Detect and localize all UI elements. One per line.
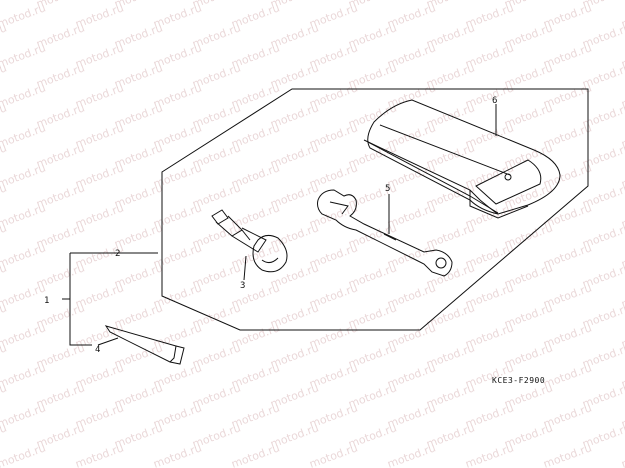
callout-1: 1 — [44, 296, 49, 306]
kit-outline — [161, 88, 589, 331]
watermark-text: motod.ru — [0, 401, 47, 430]
callout-5: 5 — [385, 184, 390, 194]
watermark-text: motod.ru — [230, 441, 282, 468]
watermark-text: motod.ru — [0, 201, 47, 230]
watermark-text: motod.ru — [0, 0, 8, 11]
hex-key — [104, 325, 185, 365]
leader-4 — [97, 337, 119, 346]
drawing-code: KCE3-F2900 — [492, 376, 546, 385]
watermark-text: motod.ru — [0, 321, 47, 350]
bracket-line — [62, 252, 158, 346]
watermark-text: motod.ru — [0, 1, 47, 30]
watermark-text: motod.ru — [542, 441, 594, 468]
watermark-text: motod.ru — [0, 41, 47, 70]
watermark-text: motod.ru — [386, 441, 438, 468]
watermark-text: motod.ru — [620, 441, 625, 468]
callout-4: 4 — [95, 345, 100, 355]
spark-plug-wrench — [211, 209, 288, 273]
watermark-text: motod.ru — [0, 441, 47, 468]
watermark-text: motod.ru — [0, 161, 47, 190]
watermark-text: motod.ru — [152, 441, 204, 468]
watermark-text: motod.ru — [0, 241, 47, 270]
watermark-text: motod.ru — [0, 281, 47, 310]
watermark-text: motod.ru — [464, 441, 516, 468]
leader-3 — [243, 255, 247, 281]
callout-3: 3 — [240, 281, 245, 291]
tool-bag — [363, 99, 561, 219]
callout-6: 6 — [492, 96, 497, 106]
callout-2: 2 — [115, 249, 120, 259]
combination-wrench — [317, 189, 453, 277]
watermark-text: motod.ru — [74, 441, 126, 468]
watermark-text: motod.ru — [308, 441, 360, 468]
watermark-text: motod.ru — [0, 361, 47, 390]
watermark-text: motod.ru — [0, 121, 47, 150]
watermark-text: motod.ru — [0, 81, 47, 110]
